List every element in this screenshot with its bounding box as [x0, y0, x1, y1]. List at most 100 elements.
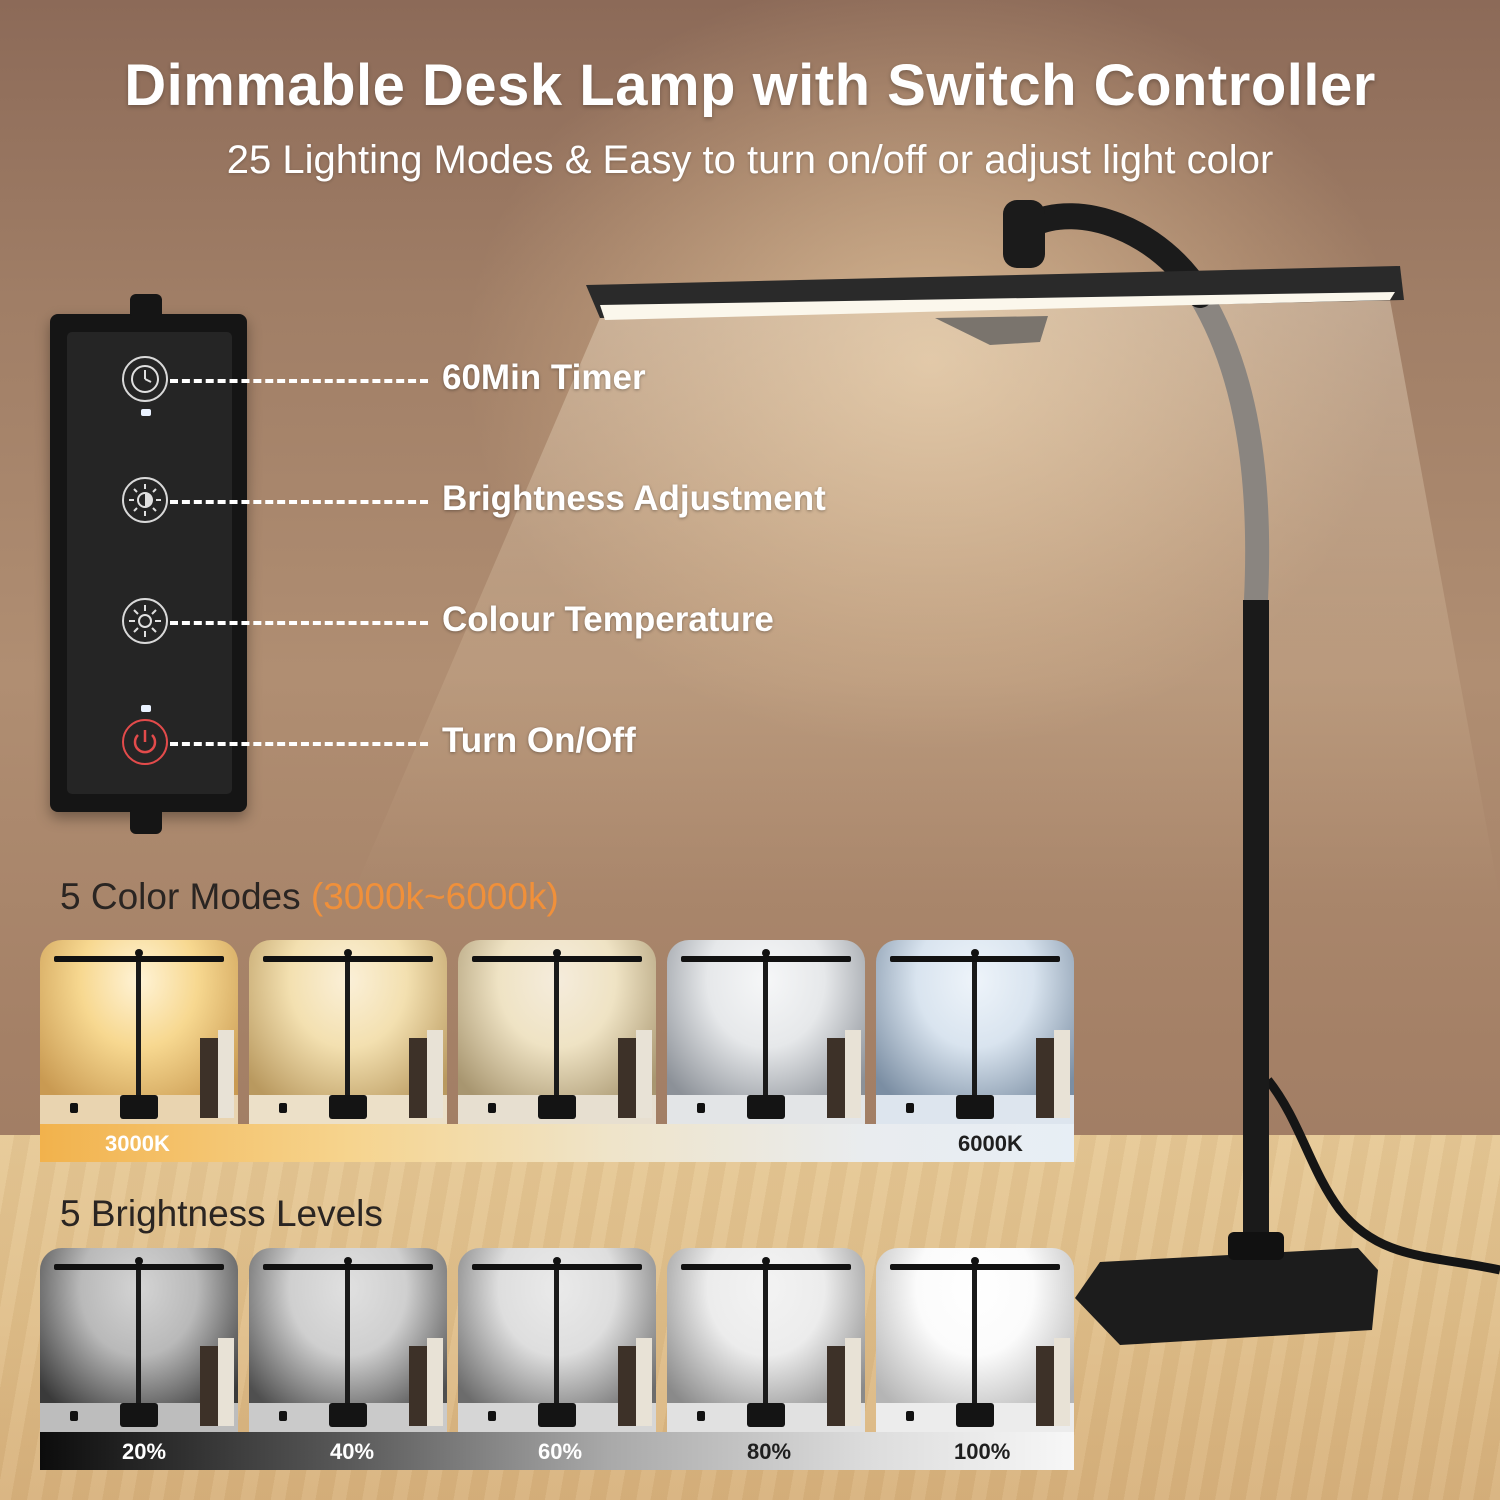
thumb-lamp-hinge — [762, 949, 770, 957]
timer-button[interactable] — [122, 356, 168, 402]
thumb-book-light — [636, 1338, 652, 1426]
power-button[interactable] — [122, 719, 168, 765]
thumb-plug — [279, 1103, 287, 1113]
thumb-lamp-pole — [554, 1270, 559, 1405]
thumb-lamp-pole — [763, 962, 768, 1097]
light-beam — [350, 300, 1500, 900]
thumb-lamp-pole — [972, 962, 977, 1097]
thumb-lamp-pole — [763, 1270, 768, 1405]
thumb-lamp-head — [890, 1264, 1060, 1270]
brightness-level-thumbnail — [249, 1248, 447, 1433]
thumb-lamp-hinge — [135, 1257, 143, 1265]
brightness-level-3: 60% — [538, 1439, 583, 1464]
thumb-lamp-hinge — [971, 949, 979, 957]
thumb-plug — [70, 1411, 78, 1421]
callout-brightness: Brightness Adjustment — [442, 479, 826, 518]
power-cable — [1264, 1077, 1500, 1275]
thumb-lamp-base — [747, 1095, 785, 1119]
thumb-book-dark — [618, 1038, 636, 1118]
timer-indicator — [141, 409, 151, 416]
thumb-book-light — [218, 1338, 234, 1426]
callout-color-temperature: Colour Temperature — [442, 600, 774, 639]
callout-line-timer — [170, 379, 428, 383]
brightness-levels-heading: 5 Brightness Levels — [60, 1193, 383, 1234]
thumb-lamp-head — [472, 1264, 642, 1270]
color-temperature-strip: 3000K 6000K — [40, 1124, 1074, 1162]
color-mode-thumbnail — [667, 940, 865, 1125]
color-modes-range: (3000k~6000k) — [310, 876, 559, 917]
page-subtitle: 25 Lighting Modes & Easy to turn on/off … — [226, 138, 1274, 182]
brightness-level-5: 100% — [954, 1439, 1011, 1464]
lamp-hinge — [1003, 200, 1045, 268]
lamp-led-strip — [600, 292, 1395, 320]
brightness-level-thumbnail — [667, 1248, 865, 1433]
brightness-level-thumbnail — [458, 1248, 656, 1433]
thumb-lamp-head — [472, 956, 642, 962]
brightness-level-1: 20% — [122, 1439, 167, 1464]
thumb-lamp-hinge — [344, 949, 352, 957]
thumb-lamp-hinge — [553, 1257, 561, 1265]
thumb-lamp-head — [54, 1264, 224, 1270]
thumb-lamp-base — [120, 1403, 158, 1427]
thumb-lamp-base — [538, 1095, 576, 1119]
thumb-plug — [279, 1411, 287, 1421]
thumb-plug — [906, 1103, 914, 1113]
thumb-book-dark — [409, 1038, 427, 1118]
thumb-book-dark — [200, 1038, 218, 1118]
thumb-book-dark — [409, 1346, 427, 1426]
thumb-lamp-pole — [345, 962, 350, 1097]
callout-line-color-temperature — [170, 621, 428, 625]
thumb-lamp-head — [263, 1264, 433, 1270]
thumb-lamp-base — [329, 1403, 367, 1427]
thumb-lamp-hinge — [344, 1257, 352, 1265]
color-start-label: 3000K — [105, 1131, 170, 1156]
thumb-lamp-base — [956, 1095, 994, 1119]
thumb-lamp-head — [54, 956, 224, 962]
thumb-book-dark — [827, 1038, 845, 1118]
thumb-book-light — [427, 1030, 443, 1118]
thumb-plug — [697, 1411, 705, 1421]
thumb-lamp-base — [329, 1095, 367, 1119]
brightness-icon — [129, 484, 161, 516]
thumb-book-dark — [1036, 1346, 1054, 1426]
thumb-lamp-head — [890, 956, 1060, 962]
color-temperature-button[interactable] — [122, 598, 168, 644]
color-mode-thumbnail — [876, 940, 1074, 1125]
brightness-strip: 20% 40% 60% 80% 100% — [40, 1432, 1074, 1470]
color-modes-label: 5 Color Modes — [60, 876, 301, 917]
thumb-lamp-pole — [136, 962, 141, 1097]
thumb-lamp-base — [538, 1403, 576, 1427]
thumb-plug — [488, 1411, 496, 1421]
color-mode-thumbnail — [458, 940, 656, 1125]
thumb-book-dark — [618, 1346, 636, 1426]
thumb-lamp-head — [263, 956, 433, 962]
thumb-plug — [697, 1103, 705, 1113]
thumb-lamp-pole — [554, 962, 559, 1097]
thumb-book-dark — [200, 1346, 218, 1426]
thumb-lamp-head — [681, 1264, 851, 1270]
cable-connector-top — [130, 294, 162, 316]
color-mode-thumbnail — [249, 940, 447, 1125]
switch-controller — [50, 294, 247, 834]
timer-icon — [131, 365, 159, 393]
thumb-lamp-base — [956, 1403, 994, 1427]
thumb-book-light — [1054, 1338, 1070, 1426]
thumb-book-light — [218, 1030, 234, 1118]
thumb-book-light — [427, 1338, 443, 1426]
lamp-base — [1075, 1248, 1378, 1345]
brightness-level-thumbnail — [40, 1248, 238, 1433]
cable-connector-bottom — [130, 810, 162, 834]
page-title: Dimmable Desk Lamp with Switch Controlle… — [124, 53, 1376, 118]
brightness-button[interactable] — [122, 477, 168, 523]
thumb-lamp-pole — [972, 1270, 977, 1405]
thumb-plug — [906, 1411, 914, 1421]
thumb-book-light — [1054, 1030, 1070, 1118]
thumb-lamp-pole — [345, 1270, 350, 1405]
thumb-lamp-hinge — [553, 949, 561, 957]
power-icon — [133, 730, 157, 754]
callout-timer: 60Min Timer — [442, 358, 646, 397]
thumb-book-light — [636, 1030, 652, 1118]
thumb-lamp-hinge — [971, 1257, 979, 1265]
brightness-level-thumbnail — [876, 1248, 1074, 1433]
